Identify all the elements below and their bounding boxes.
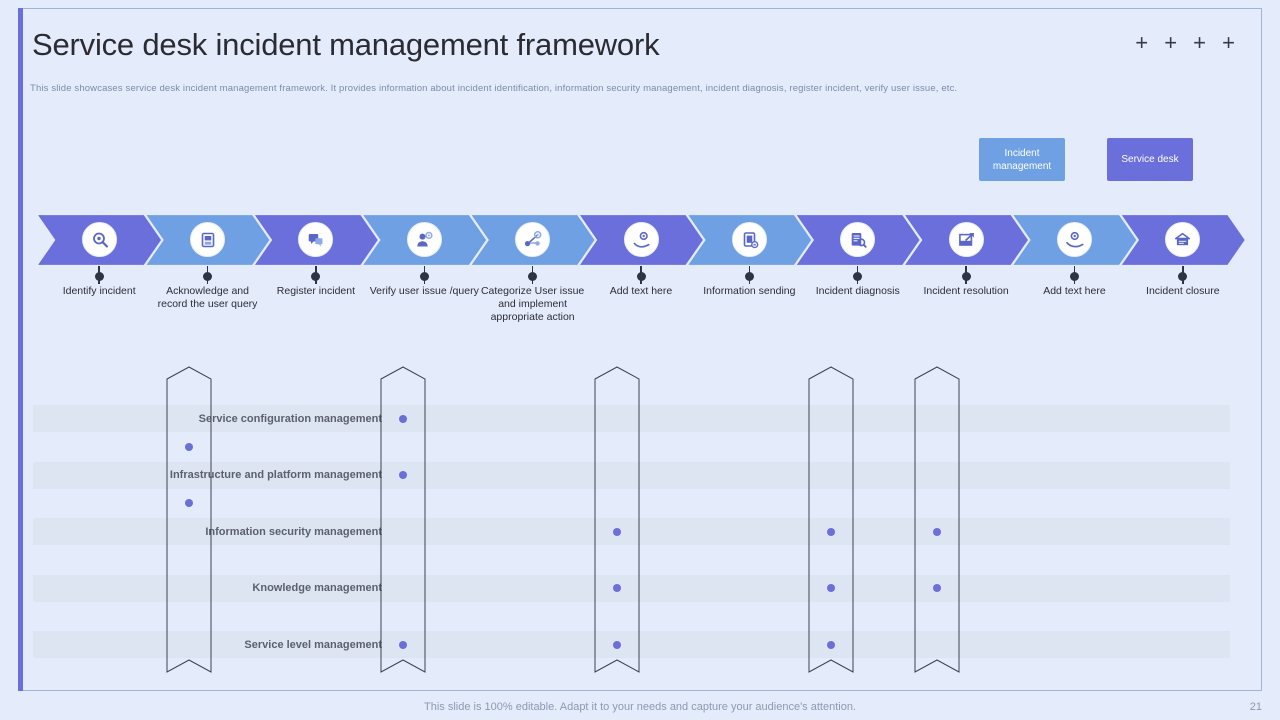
magnifier-key-icon[interactable] bbox=[81, 222, 117, 257]
step-connector-knob-icon bbox=[419, 272, 429, 281]
matrix-dot-marker bbox=[185, 499, 193, 508]
matrix-row-label: Service level management bbox=[244, 638, 382, 651]
page-subtitle: This slide showcases service desk incide… bbox=[30, 83, 958, 94]
ribbon-1 bbox=[166, 366, 212, 673]
left-accent-bar bbox=[18, 8, 23, 691]
matrix-row-label: Knowledge management bbox=[252, 582, 382, 595]
monitor-record-icon[interactable] bbox=[190, 222, 226, 257]
matrix-dot-marker bbox=[399, 414, 407, 423]
matrix-row-label: Infrastructure and platform management bbox=[169, 469, 382, 482]
ribbon-4 bbox=[808, 366, 854, 673]
matrix-row: Knowledge management bbox=[33, 574, 1230, 602]
process-step-label: Acknowledge and record the user query bbox=[157, 285, 258, 310]
document-info-icon[interactable] bbox=[731, 222, 767, 257]
step-connector-knob-icon bbox=[311, 272, 321, 281]
ribbon-3 bbox=[594, 366, 640, 673]
user-gear-icon[interactable] bbox=[406, 222, 442, 257]
matrix-dot-marker bbox=[613, 640, 621, 649]
document-search-icon[interactable] bbox=[840, 222, 876, 257]
process-step-label: Add text here bbox=[1043, 285, 1106, 297]
page-number: 21 bbox=[1249, 701, 1262, 713]
plus-decoration-icon: + + + + bbox=[1135, 30, 1240, 55]
matrix-dot-marker bbox=[827, 527, 835, 536]
matrix-row: Service level management bbox=[33, 631, 1230, 659]
matrix-row: Service configuration management bbox=[33, 405, 1230, 432]
step-connector-knob-icon bbox=[528, 272, 538, 281]
hand-support-icon[interactable] bbox=[1056, 222, 1092, 257]
matrix-dot-marker bbox=[613, 584, 621, 593]
matrix-row-label: Service configuration management bbox=[198, 412, 382, 425]
network-nodes-icon[interactable] bbox=[515, 222, 551, 257]
page-title: Service desk incident management framewo… bbox=[32, 27, 660, 62]
matrix-dot-marker bbox=[399, 640, 407, 649]
step-connector-knob-icon bbox=[636, 272, 646, 281]
matrix-dot-marker bbox=[399, 471, 407, 480]
chart-arrow-icon[interactable] bbox=[948, 222, 984, 257]
matrix-dot-marker bbox=[613, 527, 621, 536]
legend-chip-incident-management[interactable]: Incident management bbox=[979, 138, 1065, 181]
step-connector-knob-icon bbox=[94, 272, 104, 281]
footer-note: This slide is 100% editable. Adapt it to… bbox=[424, 701, 856, 713]
process-step-label: Incident closure bbox=[1146, 285, 1220, 297]
matrix-row: Information security management bbox=[33, 518, 1230, 546]
matrix-dot-marker bbox=[933, 584, 941, 593]
matrix-row-label: Information security management bbox=[205, 525, 382, 538]
matrix-dot-marker bbox=[827, 640, 835, 649]
step-connector-knob-icon bbox=[853, 272, 863, 281]
matrix-dot-marker bbox=[185, 442, 193, 451]
ribbon-5 bbox=[914, 366, 960, 673]
step-connector-knob-icon bbox=[1069, 272, 1079, 281]
ribbon-2 bbox=[380, 366, 426, 673]
legend-chip-service-desk[interactable]: Service desk bbox=[1107, 138, 1193, 181]
hand-gear-icon[interactable] bbox=[623, 222, 659, 257]
process-step-label: Verify user issue /query bbox=[369, 285, 479, 297]
step-connector-knob-icon bbox=[744, 272, 754, 281]
step-connector-knob-icon bbox=[961, 272, 971, 281]
step-connector-knob-icon bbox=[203, 272, 213, 281]
chat-register-icon[interactable] bbox=[298, 222, 334, 257]
matrix-dot-marker bbox=[827, 584, 835, 593]
matrix-dot-marker bbox=[933, 527, 941, 536]
process-step-label: Incident resolution bbox=[923, 285, 1009, 297]
process-step-label: Identify incident bbox=[62, 285, 136, 297]
matrix-row: Infrastructure and platform management bbox=[33, 461, 1230, 489]
closure-box-icon[interactable] bbox=[1165, 222, 1201, 257]
process-step-label: Information sending bbox=[703, 285, 796, 297]
process-step-label: Add text here bbox=[609, 285, 673, 297]
step-connector-knob-icon bbox=[1178, 272, 1188, 281]
process-step-label: Incident diagnosis bbox=[815, 285, 900, 297]
process-step-label: Register incident bbox=[276, 285, 356, 297]
process-step-label: Categorize User issue and implement appr… bbox=[480, 285, 585, 323]
